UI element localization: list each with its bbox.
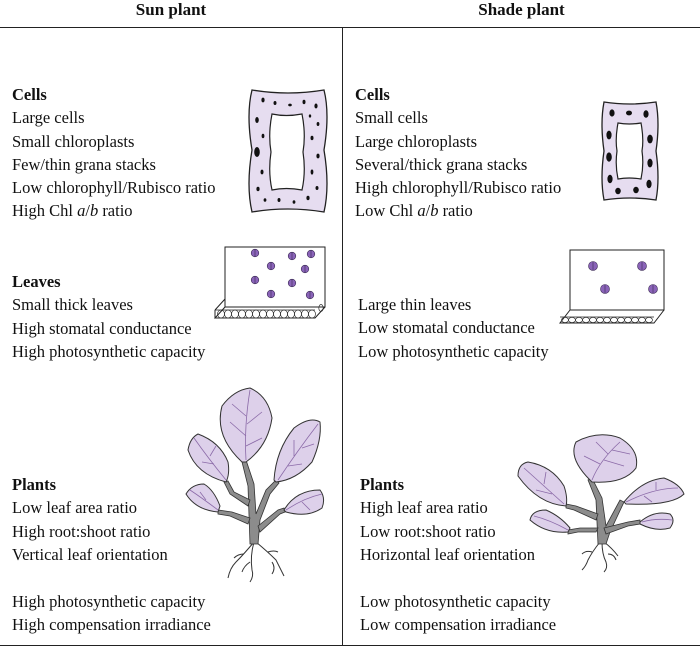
sun-chl-ratio: High Chl a/b ratio — [12, 201, 133, 221]
sun-cells-block: Cells Large cells Small chloroplasts Few… — [12, 83, 215, 223]
shade-cells-heading: Cells — [355, 85, 390, 104]
leaf-veins — [189, 389, 323, 511]
shade-cell-illustration — [601, 101, 659, 201]
chloroplast-dots — [606, 109, 653, 195]
shade-extra-item: Low photosynthetic capacity — [360, 592, 551, 611]
vacuole — [615, 122, 644, 180]
sun-leaves-block: Leaves Small thick leaves High stomatal … — [12, 270, 205, 363]
sun-leaves-item: High stomatal conductance — [12, 318, 192, 338]
sun-plants-block: Plants Low leaf area ratio High root:sho… — [12, 473, 168, 566]
sun-plants-item: High root:shoot ratio — [12, 521, 151, 541]
shade-plants-item: Horizontal leaf orientation — [360, 544, 536, 564]
mesophyll-cells — [561, 317, 653, 323]
shade-plants-heading: Plants — [360, 475, 405, 494]
shade-leaves-item: Low photosynthetic capacity — [358, 341, 549, 361]
sun-plant-illustration — [185, 387, 325, 583]
shade-cells-block: Cells Small cells Large chloroplasts Sev… — [355, 83, 561, 223]
stems — [565, 477, 641, 545]
sun-cells-item: Small chloroplasts — [12, 131, 135, 151]
sun-leaves-item: High photosynthetic capacity — [12, 341, 206, 361]
sun-leaves-heading: Leaves — [12, 272, 61, 291]
shade-plants-block: Plants High leaf area ratio Low root:sho… — [360, 473, 535, 566]
sun-cells-heading: Cells — [12, 85, 47, 104]
sun-cells-item: Large cells — [12, 108, 85, 128]
leaf-face — [569, 249, 665, 311]
shade-plants-item: Low root:shoot ratio — [360, 521, 496, 541]
roots — [227, 541, 285, 583]
sun-cells-item: Few/thin grana stacks — [12, 154, 156, 174]
sun-plants-item: Low leaf area ratio — [12, 498, 138, 518]
chloroplast-dots — [254, 97, 320, 204]
vacuole — [269, 113, 305, 191]
shade-chl-ratio: Low Chl a/b ratio — [355, 201, 473, 221]
shade-plants-item: High leaf area ratio — [360, 498, 488, 518]
shade-cells-item: Several/thick grana stacks — [355, 154, 528, 174]
shade-leaves-item: Large thin leaves — [358, 295, 472, 314]
top-rule — [0, 27, 700, 28]
stems — [217, 459, 286, 545]
sun-plants-heading: Plants — [12, 475, 57, 494]
shade-plant-illustration — [517, 434, 685, 573]
shade-column-header: Shade plant — [478, 0, 565, 19]
shade-leaves-item: Low stomatal conductance — [358, 318, 535, 338]
sun-extra-block: High photosynthetic capacity High compen… — [12, 590, 211, 637]
leaf-veins — [523, 441, 679, 531]
sun-cells-item: Low chlorophyll/Rubisco ratio — [12, 178, 216, 198]
sun-extra-item: High photosynthetic capacity — [12, 592, 206, 611]
stomata-dots — [250, 248, 316, 300]
leaves — [517, 434, 685, 533]
sun-leaves-item: Small thick leaves — [12, 295, 133, 315]
shade-cells-item: Large chloroplasts — [355, 131, 478, 151]
shade-cells-item: High chlorophyll/Rubisco ratio — [355, 178, 562, 198]
column-divider — [342, 27, 343, 646]
shade-extra-item: Low compensation irradiance — [360, 615, 557, 635]
shade-extra-block: Low photosynthetic capacity Low compensa… — [360, 590, 556, 637]
sun-cell-illustration — [248, 89, 328, 213]
roots — [581, 541, 619, 573]
sun-column-header: Sun plant — [135, 0, 207, 19]
sun-extra-item: High compensation irradiance — [12, 615, 211, 635]
shade-leaf-section-illustration — [558, 249, 665, 324]
shade-leaves-block: Large thin leaves Low stomatal conductan… — [358, 293, 549, 363]
mesophyll-cells — [217, 304, 324, 319]
shade-cells-item: Small cells — [355, 108, 428, 128]
sun-plants-item: Vertical leaf orientation — [12, 544, 168, 564]
bottom-rule — [0, 645, 700, 646]
sun-leaf-section-illustration — [213, 246, 326, 319]
